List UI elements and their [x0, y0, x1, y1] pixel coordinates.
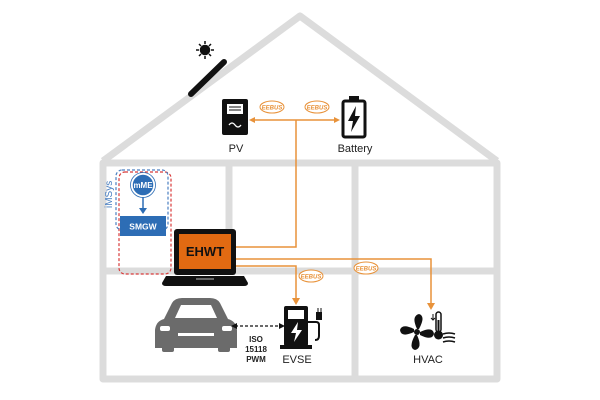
solar-panel-icon	[188, 59, 227, 97]
inverter-icon	[222, 99, 248, 135]
svg-text:EEBUS: EEBUS	[301, 275, 322, 281]
svg-text:EEBUS: EEBUS	[356, 267, 377, 273]
smgw-label: SMGW	[129, 222, 157, 232]
protocol-iso: ISO	[249, 335, 263, 344]
laptop-icon: EHWT	[162, 229, 248, 286]
eebus-badge-2: EEBUS	[304, 100, 330, 114]
eebus-badge-1: EEBUS	[259, 100, 285, 114]
ev-charger-icon	[280, 306, 322, 349]
eebus-badge-3: EEBUS	[353, 261, 379, 275]
iso15118-link	[231, 323, 285, 329]
svg-text:EEBUS: EEBUS	[262, 106, 283, 112]
hvac-label: HVAC	[413, 354, 443, 366]
protocol-pwm: PWM	[246, 355, 266, 364]
ehwt-pv-link	[234, 120, 297, 248]
battery-label: Battery	[338, 143, 373, 155]
eebus-badge-4: EEBUS	[298, 269, 324, 283]
fan-icon	[400, 314, 434, 350]
car-icon	[155, 298, 237, 352]
mme-label: mME	[133, 181, 153, 190]
ehwt-label: EHWT	[186, 244, 224, 259]
protocol-15118: 15118	[245, 345, 267, 354]
svg-text:EEBUS: EEBUS	[307, 106, 328, 112]
imsys-label: iMSys	[104, 181, 115, 208]
connection-lines	[234, 117, 435, 310]
imsys-box: iMSys mME SMGW	[104, 169, 172, 275]
pv-label: PV	[229, 143, 244, 155]
battery-icon	[341, 96, 367, 139]
ehwt-hvac-link	[234, 258, 432, 306]
sun-icon	[196, 41, 214, 59]
evse-label: EVSE	[282, 354, 311, 366]
thermometer-icon	[430, 311, 456, 343]
ehwt-evse-link	[234, 265, 297, 301]
